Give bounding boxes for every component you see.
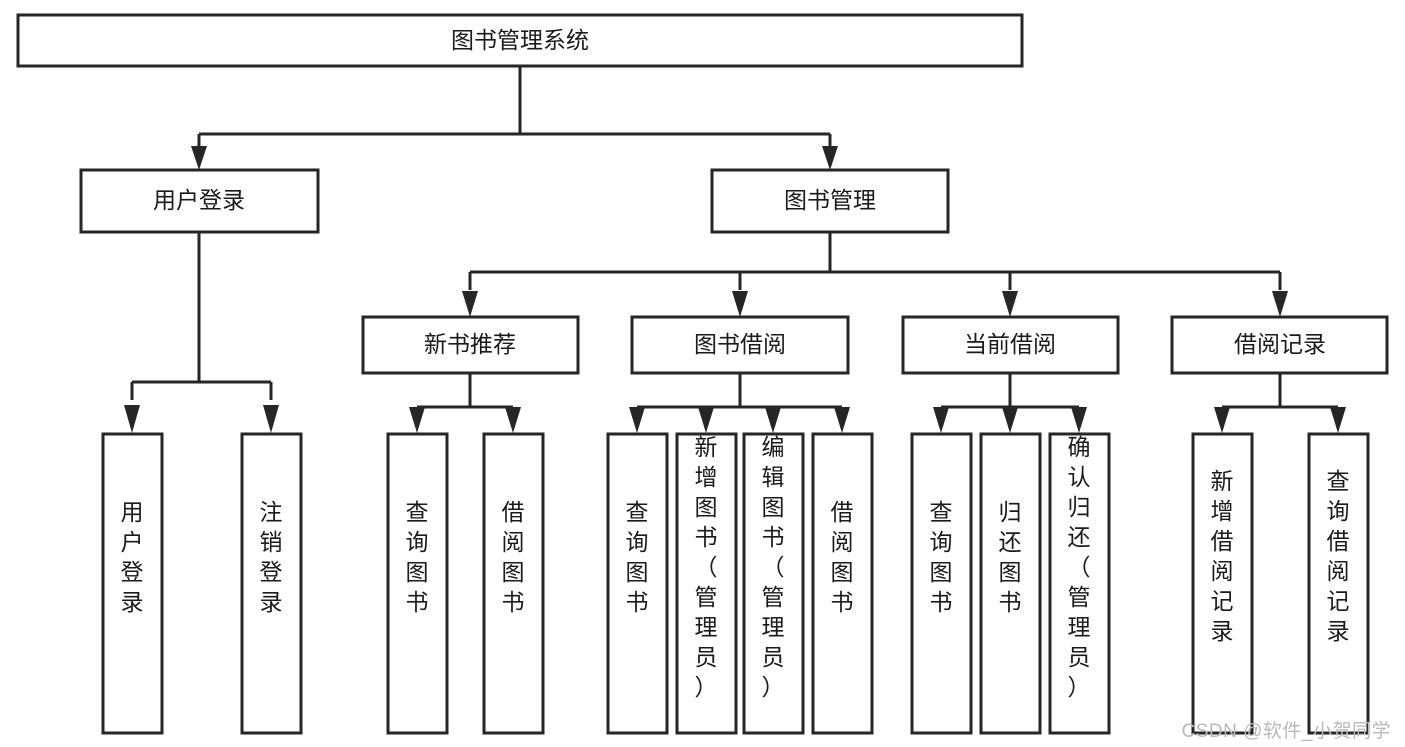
node-book-manage-label: 图书管理 <box>784 187 876 213</box>
node-leaf-edit-book[interactable]: 编辑图书（管理员） <box>742 432 805 735</box>
node-leaf-borrow-book-1-label: 借阅图书 <box>502 499 525 615</box>
arrow-head-icon <box>1002 407 1018 433</box>
arrow-head-icon <box>462 291 478 317</box>
node-leaf-logout-login-label: 注销登录 <box>260 499 283 615</box>
arrow-head-icon <box>698 407 714 433</box>
node-leaf-query-book-3-label: 查询图书 <box>930 499 953 615</box>
arrow-head-icon <box>1214 407 1230 433</box>
node-leaf-user-login[interactable]: 用户登录 <box>101 432 164 735</box>
arrow-head-icon <box>1272 291 1288 317</box>
node-current-borrow-label: 当前借阅 <box>964 331 1056 357</box>
node-leaf-query-book-1-label: 查询图书 <box>406 499 429 615</box>
node-leaf-borrow-book-2[interactable]: 借阅图书 <box>811 432 874 735</box>
connectors-book-borrow-to-leaves <box>629 373 850 433</box>
node-book-borrow[interactable]: 图书借阅 <box>630 315 850 375</box>
node-leaf-add-record[interactable]: 新增借阅记录 <box>1191 432 1254 735</box>
arrow-head-icon <box>505 407 521 433</box>
node-leaf-query-book-1[interactable]: 查询图书 <box>386 432 449 735</box>
node-leaf-query-record-label: 查询借阅记录 <box>1327 468 1350 644</box>
node-leaf-return-book-label: 归还图书 <box>999 499 1022 615</box>
node-borrow-record-label: 借阅记录 <box>1234 331 1326 357</box>
node-leaf-add-record-label: 新增借阅记录 <box>1211 468 1234 644</box>
arrow-head-icon <box>732 291 748 317</box>
arrow-head-icon <box>1071 407 1087 433</box>
node-new-book-recommend-label: 新书推荐 <box>424 331 516 357</box>
connectors-book-manage-to-level3 <box>462 232 1288 317</box>
arrow-head-icon <box>409 407 425 433</box>
node-leaf-confirm-return[interactable]: 确认归还（管理员） <box>1048 432 1111 735</box>
node-leaf-query-record[interactable]: 查询借阅记录 <box>1307 432 1370 735</box>
arrow-head-icon <box>1002 291 1018 317</box>
arrow-head-icon <box>834 407 850 433</box>
node-leaf-logout-login[interactable]: 注销登录 <box>240 432 303 735</box>
node-borrow-record[interactable]: 借阅记录 <box>1170 315 1389 375</box>
node-leaf-confirm-return-label: 确认归还（管理员） <box>1068 434 1091 700</box>
node-root[interactable]: 图书管理系统 <box>16 13 1024 68</box>
node-current-borrow[interactable]: 当前借阅 <box>901 315 1120 375</box>
node-leaf-add-book[interactable]: 新增图书（管理员） <box>675 432 738 735</box>
node-leaf-query-book-2[interactable]: 查询图书 <box>606 432 669 735</box>
node-book-manage[interactable]: 图书管理 <box>710 168 950 234</box>
node-leaf-user-login-label: 用户登录 <box>121 499 144 615</box>
node-new-book-recommend[interactable]: 新书推荐 <box>361 315 580 375</box>
node-book-borrow-label: 图书借阅 <box>694 331 786 357</box>
node-leaf-add-book-label: 新增图书（管理员） <box>695 434 718 700</box>
node-user-login[interactable]: 用户登录 <box>79 168 320 234</box>
arrow-head-icon <box>124 405 140 433</box>
arrow-head-icon <box>263 405 279 433</box>
node-leaf-borrow-book-2-label: 借阅图书 <box>831 499 854 615</box>
connectors-user-login-to-leaves <box>124 232 279 433</box>
arrow-head-icon <box>629 407 645 433</box>
node-user-login-label: 用户登录 <box>153 187 245 213</box>
arrow-head-icon <box>191 146 207 170</box>
arrow-head-icon <box>822 146 838 170</box>
connectors-root-to-level2 <box>191 66 838 170</box>
node-leaf-edit-book-label: 编辑图书（管理员） <box>762 434 785 700</box>
connectors-borrow-record-to-leaves <box>1214 373 1346 433</box>
node-root-label: 图书管理系统 <box>451 27 589 53</box>
arrow-head-icon <box>765 407 781 433</box>
node-leaf-borrow-book-1[interactable]: 借阅图书 <box>482 432 545 735</box>
node-leaf-query-book-3[interactable]: 查询图书 <box>910 432 973 735</box>
arrow-head-icon <box>1330 407 1346 433</box>
node-leaf-query-book-2-label: 查询图书 <box>626 499 649 615</box>
arrow-head-icon <box>933 407 949 433</box>
node-leaf-return-book[interactable]: 归还图书 <box>979 432 1042 735</box>
connectors-new-book-recommend-to-leaves <box>409 373 521 433</box>
connectors-current-borrow-to-leaves <box>933 373 1087 433</box>
